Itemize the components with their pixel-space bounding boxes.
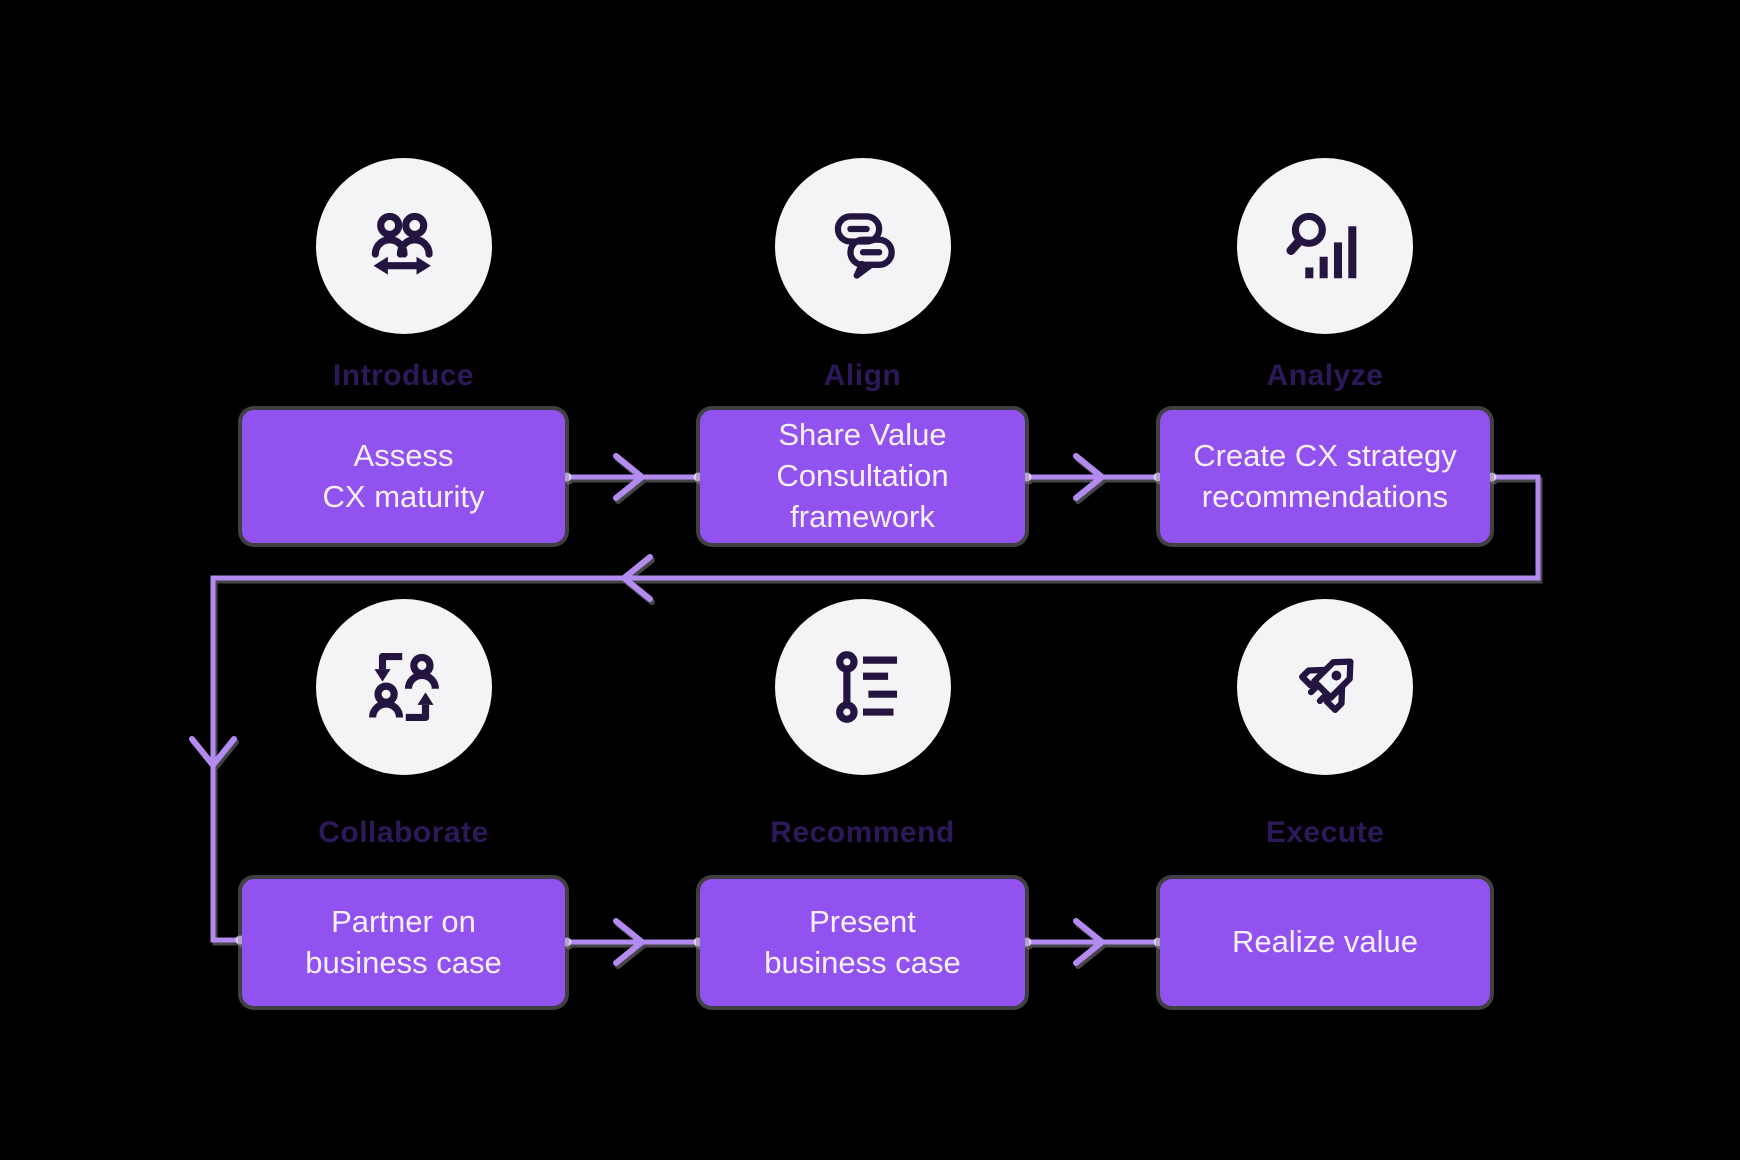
stage-label: Align [823,359,902,392]
arrowhead-icons [189,453,1105,966]
stage-introduce: Introduce Assess CX maturity [242,158,565,543]
stage-box: Realize value [1160,879,1490,1006]
stage-icon-circle [1237,158,1413,334]
stage-label: Execute [1265,816,1385,849]
stage-analyze: Analyze Create CX strategy recommendatio… [1160,158,1490,543]
people-exchange-icon [371,212,433,275]
flow-lines [210,474,1541,945]
arrow-right-icon [1073,918,1105,966]
timeline-list-icon [835,651,897,723]
arrow-down-icon [189,736,237,768]
stage-icon-circle [315,158,492,334]
stage-label: Analyze [1266,359,1384,392]
stage-box: Partner on business case [242,879,565,1006]
stage-label: Collaborate [318,816,489,849]
stage-box: Create CX strategy recommendations [1160,410,1490,543]
stage-label: Introduce [332,359,475,392]
stage-box: Assess CX maturity [242,410,565,543]
stage-box: Present business case [700,879,1025,1006]
stage-icon-circle [774,599,951,775]
stage-collaborate: Collaborate Partner on business case [242,599,565,1006]
stage-icon-circle [315,599,492,775]
search-chart-icon [1286,212,1357,279]
rocket-icon [1299,658,1354,713]
stage-label: Recommend [770,816,955,849]
people-cycle-icon [368,652,439,722]
chat-bubbles-icon [834,213,895,279]
stage-align: Align Share Value Consultation framework [700,158,1025,543]
stage-icon-circle [774,158,951,334]
stage-execute: Execute Realize value [1160,599,1490,1006]
stage-recommend: Recommend Present business case [700,599,1025,1006]
stage-icon-circle [1237,599,1413,775]
stage-box: Share Value Consultation framework [700,410,1025,543]
arrow-right-icon [613,453,645,501]
arrow-right-icon [613,918,645,966]
arrow-left-icon [621,554,653,602]
arrow-right-icon [1073,453,1105,501]
